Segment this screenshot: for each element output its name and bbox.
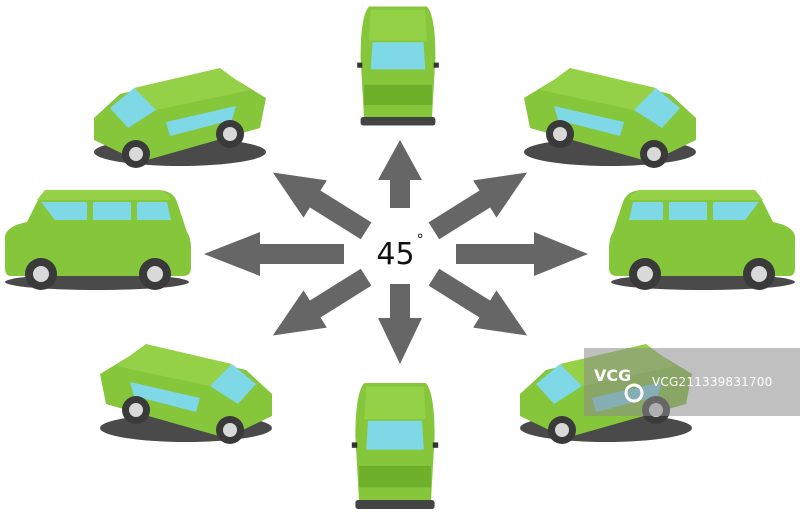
arrow-up: [378, 140, 422, 208]
arrow-right: [456, 232, 588, 276]
degree-symbol: °: [416, 232, 424, 248]
car-top-right-angle: [524, 68, 696, 168]
angle-label: 45°: [352, 232, 448, 276]
arrow-up-left: [272, 172, 372, 240]
arrow-down-right: [428, 268, 528, 336]
car-top-left-angle: [94, 68, 266, 168]
watermark-id: VCG211339831700: [652, 375, 773, 389]
arrow-down: [378, 284, 422, 364]
car-top-back: [357, 6, 439, 126]
arrow-left: [204, 232, 344, 276]
angle-value: 45: [376, 236, 415, 272]
svg-text:VCG: VCG: [594, 366, 631, 385]
car-bottom-left-angle: [100, 344, 272, 444]
vcg-logo-icon: VCG: [594, 366, 644, 403]
direction-arrows: [204, 140, 588, 364]
arrow-up-right: [428, 172, 528, 240]
car-bottom-front: [351, 383, 439, 509]
car-right-side: [609, 190, 795, 290]
watermark: VCG VCG211339831700: [584, 348, 800, 416]
arrow-down-left: [272, 268, 372, 336]
car-left-side: [5, 190, 191, 290]
